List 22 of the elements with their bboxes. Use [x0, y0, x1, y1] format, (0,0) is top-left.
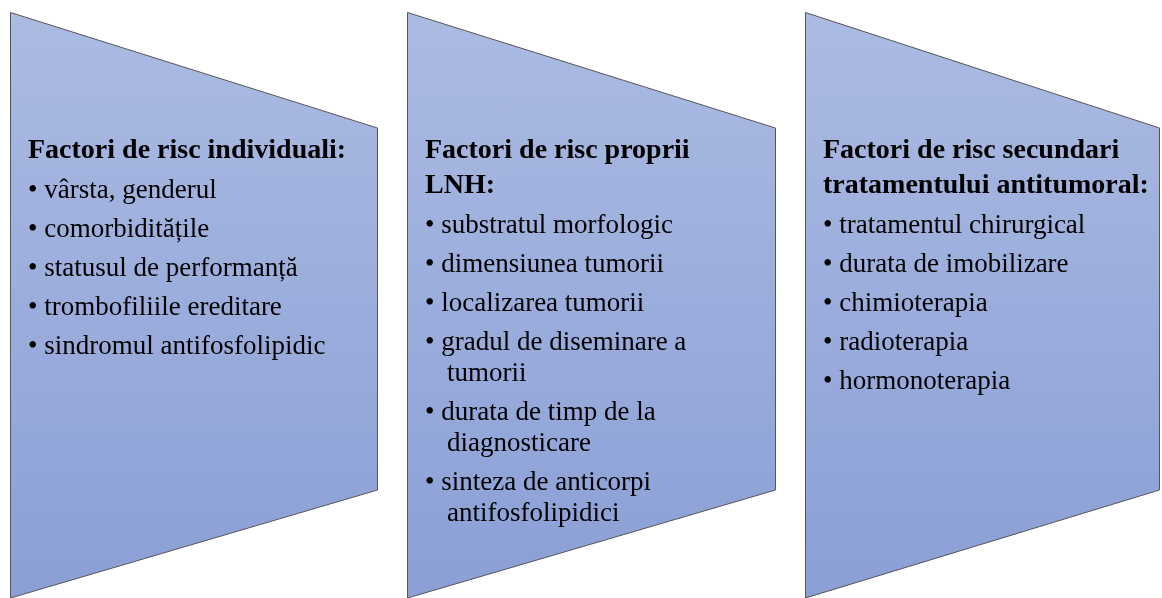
list-item: • dimensiunea tumorii	[425, 248, 665, 279]
panel-heading: Factori de risc secundari tratamentului antitumoral:	[823, 132, 1150, 201]
chevron-panel	[805, 12, 1160, 598]
panel-heading: Factori de risc proprii LNH:	[425, 132, 691, 201]
list-item: • gradul de diseminare a tumorii	[425, 326, 688, 388]
list-item: • hormonoterapia	[823, 365, 1012, 396]
list-item: • sinteza de anticorpi antifosfolipidici	[425, 466, 653, 528]
list-item: • durata de timp de la diagnosticare	[425, 396, 657, 458]
list-item: • radioterapia	[823, 326, 970, 357]
list-item: • trombofiliile ereditare	[28, 291, 283, 322]
list-item: • sindromul antifosfolipidic	[28, 330, 327, 361]
list-item: • statusul de performanță	[28, 252, 299, 283]
panel-heading: Factori de risc individuali:	[28, 132, 348, 166]
chevron-panel	[10, 12, 378, 598]
list-item: • chimioterapia	[823, 287, 989, 318]
list-item: • substratul morfologic	[425, 209, 674, 240]
list-item: • localizarea tumorii	[425, 287, 646, 318]
list-item: • comorbiditățile	[28, 213, 211, 244]
list-item: • tratamentul chirurgical	[823, 209, 1087, 240]
list-item: • vârsta, genderul	[28, 174, 218, 205]
list-item: • durata de imobilizare	[823, 248, 1070, 279]
chevron-panel	[407, 12, 776, 598]
